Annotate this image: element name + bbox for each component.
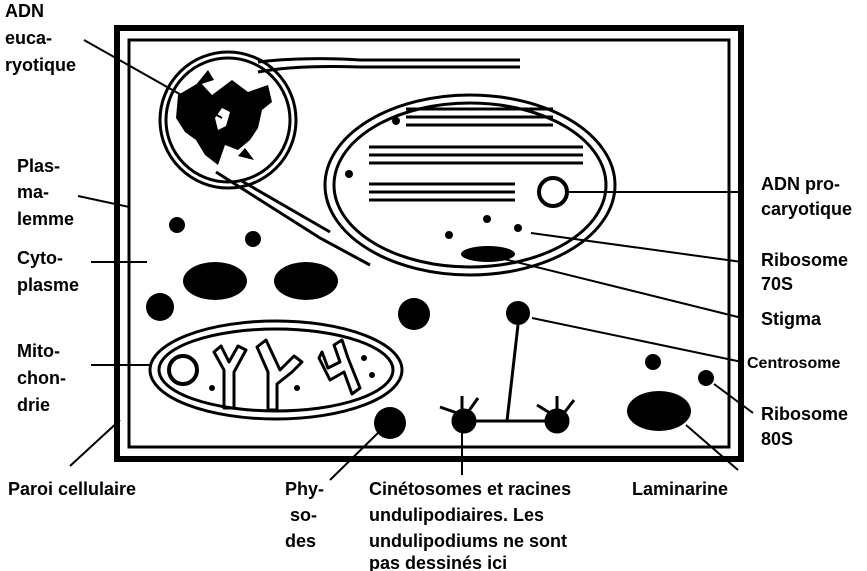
laminarine-vesicle — [183, 262, 247, 300]
physode — [146, 293, 174, 321]
ribosome-70s — [345, 170, 353, 178]
label-centrosome: Centrosome — [747, 355, 840, 372]
mitochondrion — [150, 321, 402, 419]
label-paroi-cellulaire: Paroi cellulaire — [8, 479, 136, 499]
cristae — [214, 340, 360, 410]
kinetosomes — [440, 325, 574, 432]
thylakoids — [369, 109, 583, 200]
laminarine-vesicle — [274, 262, 338, 300]
centrosome — [506, 301, 530, 325]
label-ribosome-80s: Ribosome 80S — [761, 404, 853, 449]
label-ribosome-70s: Ribosome 70S — [761, 250, 853, 294]
physode — [398, 298, 430, 330]
ribosome-80s — [645, 354, 661, 370]
ribosome-80s — [245, 231, 261, 247]
ribosome-70s — [514, 224, 522, 232]
cytoplasm-inclusions — [146, 217, 714, 439]
nucleus — [160, 52, 296, 188]
plastid — [325, 95, 615, 275]
label-laminarine: Laminarine — [632, 479, 728, 499]
label-stigma: Stigma — [761, 309, 822, 329]
label-plasmalemme: Plas- ma- lemme — [17, 156, 74, 229]
label-adn-eucaryotique: ADN euca- ryotique — [5, 1, 76, 75]
label-adn-procaryotique: ADN pro- caryotique — [761, 174, 852, 219]
mitochondrial-dna — [169, 356, 197, 384]
ribosome-70s — [445, 231, 453, 239]
laminarine — [627, 391, 691, 431]
ribosome-70s — [483, 215, 491, 223]
label-cytoplasme: Cyto- plasme — [17, 248, 79, 295]
label-mitochondrie: Mito- chon- drie — [17, 341, 71, 415]
label-cinetosomes: Cinétosomes et racines undulipodiaires. … — [369, 479, 576, 571]
ribosome-70s — [392, 117, 400, 125]
physode — [374, 407, 406, 439]
ribosome-80s — [698, 370, 714, 386]
label-physodes: Phy- so- des — [285, 479, 329, 551]
prokaryotic-dna — [539, 178, 567, 206]
eukaryotic-dna — [176, 80, 272, 165]
ribosome-80s — [169, 217, 185, 233]
